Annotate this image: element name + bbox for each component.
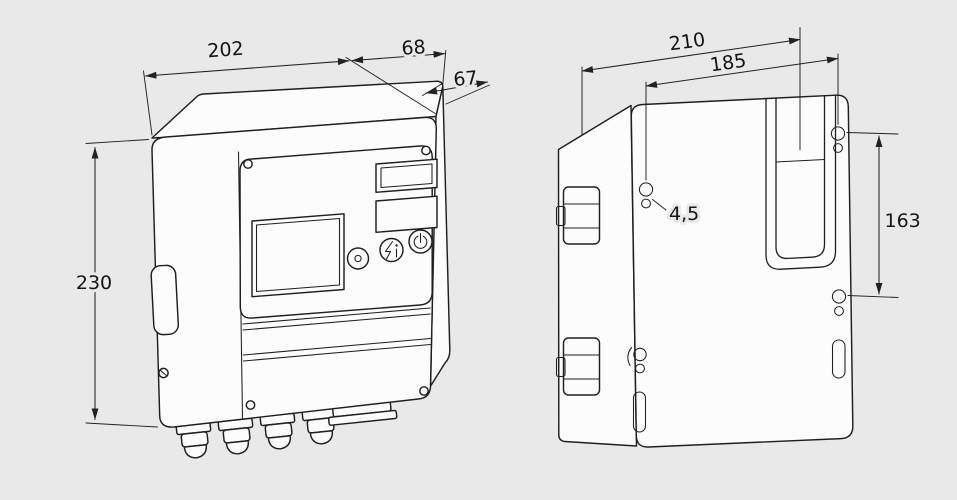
dim-label-hole-diameter: 4,5 <box>669 203 699 225</box>
cable-gland <box>259 412 296 450</box>
corner-screw <box>421 145 431 156</box>
corner-screw <box>419 386 429 396</box>
hook-arc <box>627 346 633 367</box>
cover-grooves <box>242 307 431 362</box>
dim-hole-spacing: 163 <box>846 132 924 298</box>
corner-screw <box>243 159 253 169</box>
mounting-bracket <box>555 186 601 245</box>
dim-label-back-width: 210 <box>668 29 707 56</box>
mounting-hole-top-right <box>830 126 846 153</box>
main-display-window <box>255 217 341 293</box>
dim-mounting-width: 185 <box>645 47 839 181</box>
cable-gland <box>175 421 212 459</box>
cover-screw <box>158 367 169 379</box>
power-button-icon <box>408 229 433 254</box>
reset-button-icon <box>346 247 370 270</box>
type-label-window <box>150 264 180 336</box>
mounting-bracket <box>555 337 601 396</box>
dim-label-top-depth: 68 <box>401 36 427 60</box>
main-display <box>251 213 345 298</box>
cable-gland <box>217 417 254 455</box>
front-view-group: 202 68 67 230 <box>73 33 490 459</box>
dim-top-depth: 68 <box>351 33 447 85</box>
back-view-group: 210 185 163 4,5 <box>555 26 924 448</box>
info-button-icon <box>379 237 404 263</box>
corner-screw <box>245 400 256 410</box>
dim-label-mounting-width: 185 <box>709 50 748 77</box>
ir-interface-window <box>375 195 438 234</box>
dim-hole-diameter: 4,5 <box>652 199 702 228</box>
status-display-window <box>380 163 433 189</box>
dim-label-front-height: 230 <box>76 272 112 294</box>
hanging-slot-channel <box>765 94 837 270</box>
housing-back-face <box>630 94 854 448</box>
mounting-hole-bottom-left <box>627 346 647 374</box>
mounting-hole-top-left <box>638 182 654 209</box>
dim-label-side-depth: 67 <box>452 67 478 91</box>
hook-step-line <box>775 158 826 163</box>
mounting-hole-bottom-right <box>831 289 847 316</box>
dim-label-front-width: 202 <box>207 38 245 63</box>
dim-label-hole-spacing: 163 <box>885 210 921 232</box>
bottom-slot <box>831 339 846 379</box>
bottom-slot <box>632 391 647 433</box>
dim-front-height: 230 <box>73 139 158 428</box>
dim-side-depth: 67 <box>422 64 490 105</box>
